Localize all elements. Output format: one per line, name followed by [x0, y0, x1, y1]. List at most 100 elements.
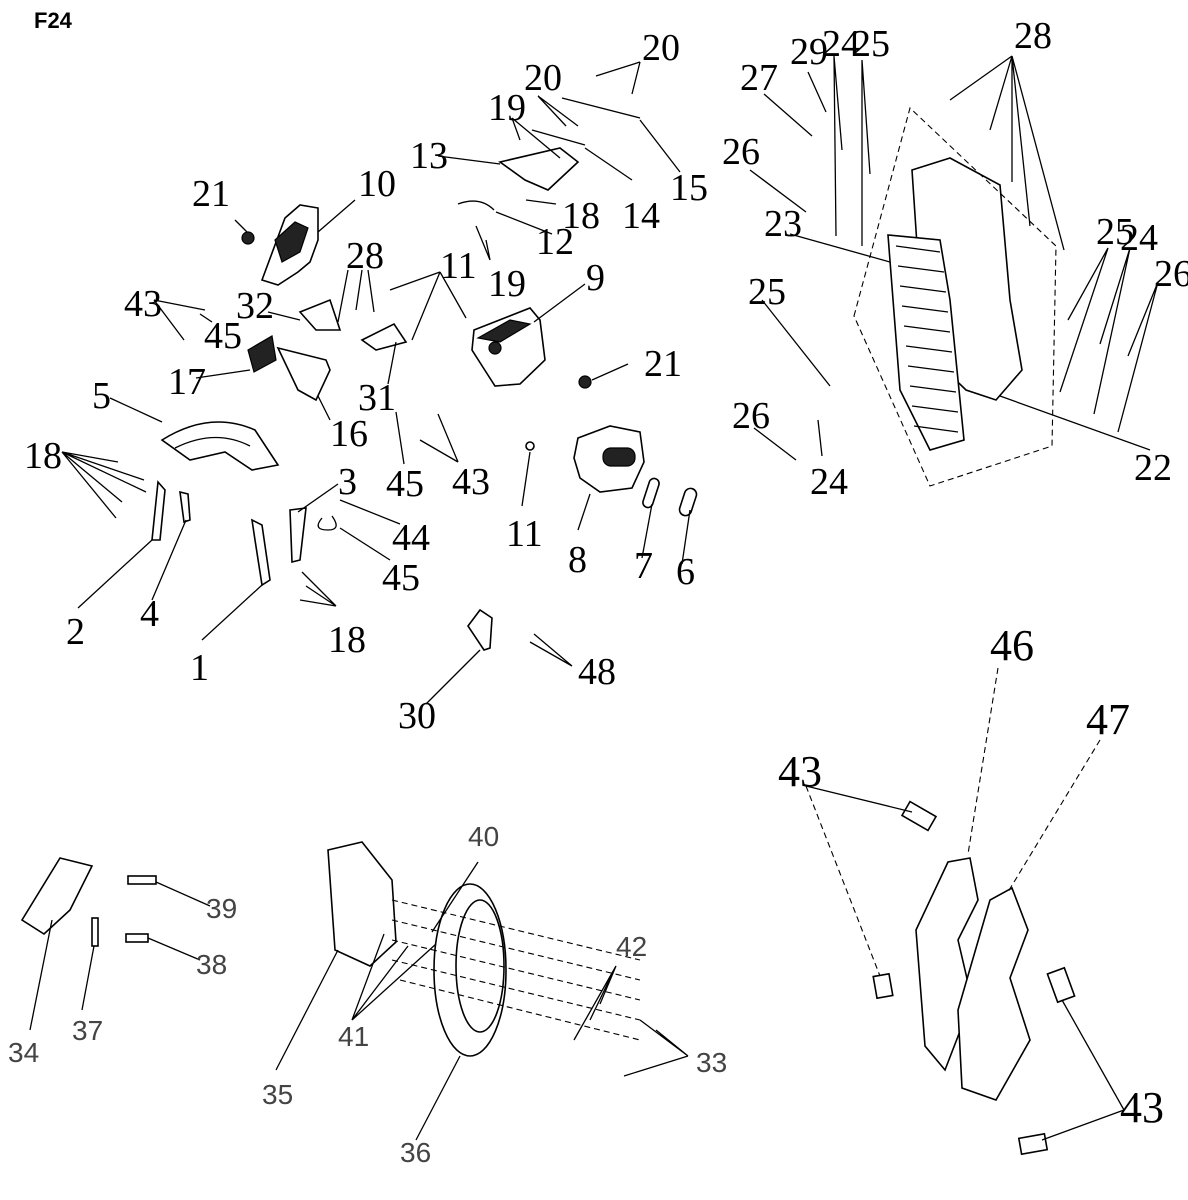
callout-19b: 19	[488, 263, 526, 305]
part-2-bracket	[151, 480, 166, 541]
callout-8: 8	[568, 539, 587, 581]
callout-11a: 11	[440, 245, 477, 287]
callout-26a: 26	[722, 131, 760, 173]
callout-43d: 43	[1120, 1083, 1164, 1132]
part-12-wire	[457, 200, 495, 211]
callout-18a: 18	[562, 195, 600, 237]
callout-3: 3	[338, 461, 357, 503]
callout-21a: 21	[192, 173, 230, 215]
callout-4: 4	[140, 593, 159, 635]
part-21-nut-a	[241, 231, 255, 245]
part-8-end-cap	[573, 425, 645, 493]
part-5-rear-fender	[160, 421, 280, 471]
callout-31: 31	[358, 377, 396, 419]
callout-6: 6	[676, 551, 695, 593]
part-43-bolt-b	[872, 972, 894, 1000]
callout-27: 27	[740, 57, 778, 99]
callout-25b: 25	[1096, 211, 1134, 253]
part-16-lower-cover	[276, 346, 331, 402]
callout-1: 1	[190, 647, 209, 689]
part-32-plate	[298, 298, 342, 331]
callout-17: 17	[168, 361, 206, 403]
callout-42: 42	[616, 931, 647, 962]
page-id: F24	[34, 8, 72, 33]
callout-2: 2	[66, 611, 85, 653]
part-6-clip	[678, 487, 698, 517]
callout-34: 34	[8, 1037, 39, 1068]
callout-23: 23	[764, 203, 802, 245]
callout-28a: 28	[346, 235, 384, 277]
callout-24a: 24	[822, 23, 860, 65]
callout-22: 22	[1134, 447, 1172, 489]
callout-26b: 26	[1154, 253, 1188, 295]
part-34-housing	[20, 857, 94, 936]
callout-48: 48	[578, 651, 616, 693]
part-43-bolt-c	[1046, 966, 1076, 1004]
callout-45a: 45	[204, 315, 242, 357]
part-11-washer	[525, 441, 535, 451]
callout-25c: 25	[748, 271, 786, 313]
callout-9: 9	[586, 257, 605, 299]
part-9-side-box	[471, 307, 546, 387]
callout-28b: 28	[1014, 15, 1052, 57]
callout-20b: 20	[642, 27, 680, 69]
callout-15: 15	[670, 167, 708, 209]
callout-29: 29	[790, 31, 828, 73]
part-31-plate	[360, 322, 408, 351]
callout-33: 33	[696, 1047, 727, 1078]
part-3-bracket	[289, 507, 307, 564]
callout-16: 16	[330, 413, 368, 455]
callout-7: 7	[634, 545, 653, 587]
callout-43a: 43	[124, 283, 162, 325]
part-21-nut-b	[578, 375, 592, 389]
callout-12: 12	[536, 221, 574, 263]
callout-38: 38	[196, 949, 227, 980]
part-38-bolt	[125, 933, 149, 943]
callout-44: 44	[392, 517, 430, 559]
callout-25a: 25	[852, 23, 890, 65]
part-35-cover-plate	[327, 841, 397, 967]
callout-5: 5	[92, 375, 111, 417]
part-10-upper-cover	[260, 204, 319, 286]
leader-lines	[29, 55, 1159, 1141]
part-43-bolt-d	[1017, 1132, 1049, 1156]
callout-45c: 45	[382, 557, 420, 599]
callout-13: 13	[410, 135, 448, 177]
part-47-bracket	[957, 886, 1031, 1101]
callout-11b: 11	[506, 513, 543, 555]
callout-35: 35	[262, 1079, 293, 1110]
part-1-bracket	[250, 518, 271, 587]
callout-labels: 20 20 19 13 14 15 18 12 19 10 21 28 11 9…	[8, 15, 1188, 1168]
callout-37: 37	[72, 1015, 103, 1046]
callout-40: 40	[468, 821, 499, 852]
callout-39: 39	[206, 893, 237, 924]
callout-30: 30	[398, 695, 436, 737]
part-43-bolt-a	[900, 800, 938, 832]
callout-24b: 24	[1120, 217, 1158, 259]
callout-21b: 21	[644, 343, 682, 385]
callout-41: 41	[338, 1021, 369, 1052]
part-30-bracket	[467, 608, 493, 651]
part-13-cover	[498, 147, 580, 191]
part-4-bracket	[179, 490, 191, 524]
part-15-strip	[561, 97, 641, 119]
part-14-strip	[531, 129, 586, 146]
callout-20a: 20	[524, 57, 562, 99]
part-33-42-guide-lines	[391, 899, 641, 1041]
callout-14: 14	[622, 195, 660, 237]
callout-24c: 24	[810, 461, 848, 503]
part-36-cover-inner	[455, 899, 505, 1033]
part-17-bracket	[247, 335, 277, 373]
callout-43b: 43	[452, 461, 490, 503]
part-22-23-shield-assembly	[853, 106, 1057, 487]
part-7-clip	[642, 477, 660, 509]
callout-18c: 18	[328, 619, 366, 661]
callout-43c: 43	[778, 747, 822, 796]
callout-47: 47	[1086, 695, 1130, 744]
part-44-wire-loop	[317, 515, 337, 531]
callout-26c: 26	[732, 395, 770, 437]
part-37-bolt	[91, 917, 99, 947]
callout-36: 36	[400, 1137, 431, 1168]
callout-46: 46	[990, 621, 1034, 670]
callout-18b: 18	[24, 435, 62, 477]
